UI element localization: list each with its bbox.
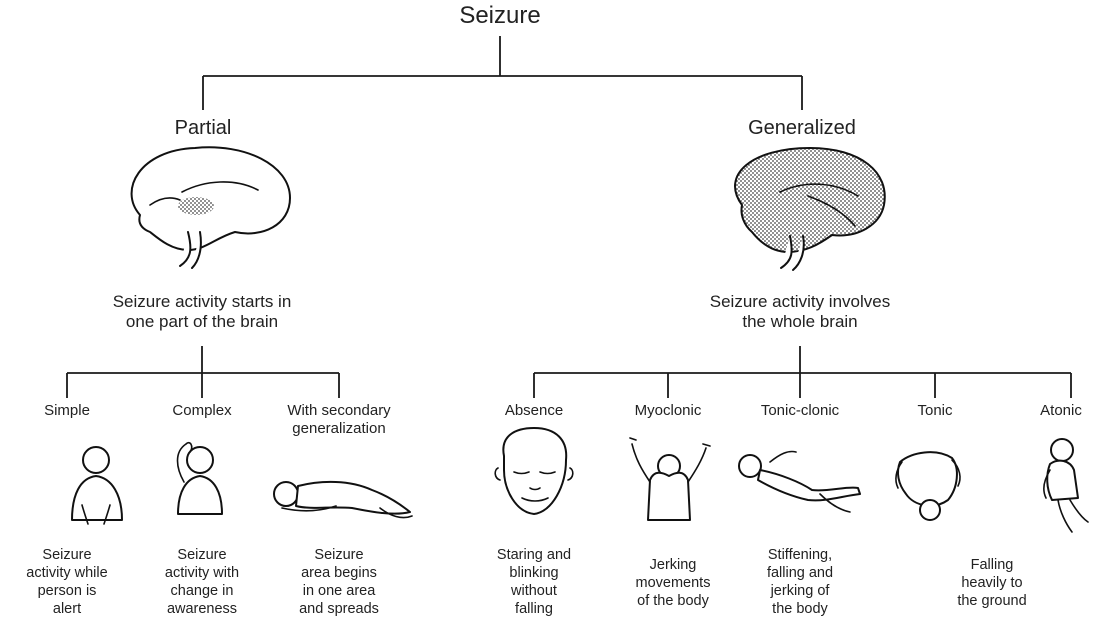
desc-line: of the body	[618, 592, 728, 610]
desc-line: without	[477, 582, 591, 600]
desc-line: Seizure	[147, 546, 257, 564]
desc-myoclonic: Jerking movements of the body	[618, 556, 728, 610]
desc-line: change in	[147, 582, 257, 600]
person-falling-icon	[896, 452, 960, 520]
desc-line: Seizure	[284, 546, 394, 564]
person-fallen-icon	[739, 451, 860, 512]
desc-line: movements	[618, 574, 728, 592]
desc-line: Falling	[937, 556, 1047, 574]
type-label-absence: Absence	[484, 402, 584, 420]
person-lying-icon	[274, 482, 412, 518]
desc-line: in one area	[284, 582, 394, 600]
partial-label: Partial	[103, 116, 303, 140]
type-label-tonic: Tonic	[885, 402, 985, 420]
desc-absence: Staring and blinking without falling	[477, 546, 591, 618]
desc-line: activity with	[147, 564, 257, 582]
face-staring-icon	[495, 428, 573, 514]
person-alert-icon	[72, 447, 122, 524]
desc-complex: Seizure activity with change in awarenes…	[147, 546, 257, 618]
type-label-line: generalization	[264, 420, 414, 438]
desc-line: falling	[477, 600, 591, 618]
desc-tonic-clonic: Stiffening, falling and jerking of the b…	[745, 546, 855, 618]
partial-summary-line: one part of the brain	[52, 312, 352, 332]
partial-summary: Seizure activity starts in one part of t…	[52, 292, 352, 333]
person-collapsing-icon	[1044, 439, 1088, 532]
partial-connectors	[67, 346, 339, 398]
desc-line: person is	[17, 582, 117, 600]
desc-simple: Seizure activity while person is alert	[17, 546, 117, 618]
desc-line: awareness	[147, 600, 257, 618]
desc-line: Seizure	[17, 546, 117, 564]
generalized-summary-line: Seizure activity involves	[650, 292, 950, 312]
generalized-label: Generalized	[702, 116, 902, 140]
diagram-title: Seizure	[400, 2, 600, 31]
desc-line: the ground	[937, 592, 1047, 610]
generalized-summary-line: the whole brain	[650, 312, 950, 332]
desc-line: the body	[745, 600, 855, 618]
desc-line: blinking	[477, 564, 591, 582]
type-label-secondary-generalization: With secondary generalization	[264, 402, 414, 438]
desc-line: and spreads	[284, 600, 394, 618]
type-label-tonic-clonic: Tonic-clonic	[745, 402, 855, 420]
person-arms-raised-icon	[630, 438, 710, 520]
type-label-line: With secondary	[264, 402, 414, 420]
brain-generalized-icon	[735, 148, 885, 270]
person-hand-to-head-icon	[178, 443, 223, 514]
desc-line: Jerking	[618, 556, 728, 574]
type-label-simple: Simple	[17, 402, 117, 420]
generalized-connectors	[534, 346, 1071, 398]
desc-secondary-generalization: Seizure area begins in one area and spre…	[284, 546, 394, 618]
desc-line: heavily to	[937, 574, 1047, 592]
desc-line: jerking of	[745, 582, 855, 600]
type-label-myoclonic: Myoclonic	[618, 402, 718, 420]
desc-tonic-atonic-shared: Falling heavily to the ground	[937, 556, 1047, 610]
desc-line: area begins	[284, 564, 394, 582]
desc-line: falling and	[745, 564, 855, 582]
desc-line: alert	[17, 600, 117, 618]
root-connectors	[203, 36, 802, 110]
type-label-atonic: Atonic	[1021, 402, 1101, 420]
desc-line: activity while	[17, 564, 117, 582]
desc-line: Staring and	[477, 546, 591, 564]
desc-line: Stiffening,	[745, 546, 855, 564]
brain-partial-icon	[132, 147, 290, 268]
type-label-complex: Complex	[152, 402, 252, 420]
generalized-summary: Seizure activity involves the whole brai…	[650, 292, 950, 333]
partial-summary-line: Seizure activity starts in	[52, 292, 352, 312]
